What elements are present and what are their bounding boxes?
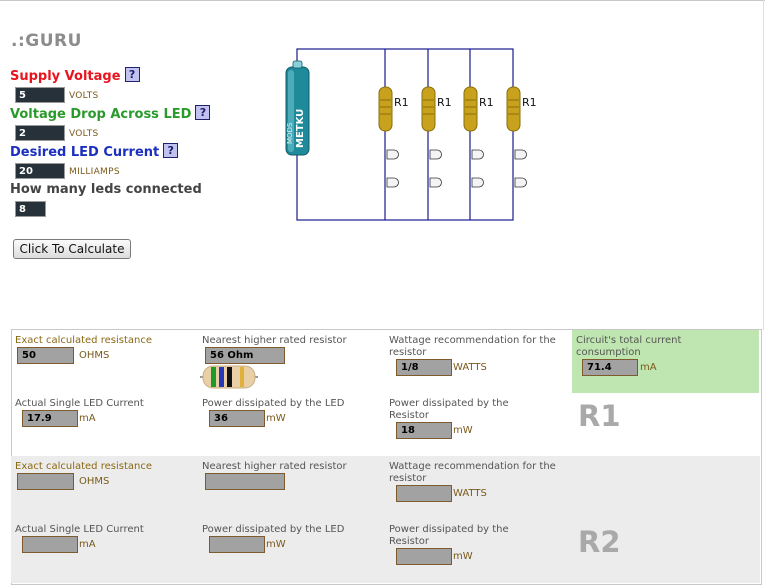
branch-2: R1: [421, 86, 452, 188]
top-border: [0, 0, 765, 1]
branch-1: R1: [378, 86, 409, 188]
voltage-drop-input[interactable]: 2: [15, 125, 65, 141]
led-icon: [429, 177, 442, 188]
r1-led-current-label: Actual Single LED Current: [15, 398, 144, 409]
voltage-drop-text: Voltage Drop Across LED: [10, 107, 192, 122]
total-current-label: Circuit's total current consumption: [576, 335, 682, 358]
supply-voltage-text: Supply Voltage: [10, 69, 121, 84]
r2-exact-resistance-label: Exact calculated resistance: [15, 461, 152, 472]
resistor-icon: [463, 86, 478, 132]
help-icon[interactable]: ?: [195, 105, 211, 120]
total-current-field[interactable]: 71.4: [582, 359, 638, 376]
resistor-icon: [378, 86, 393, 132]
resistor-color-code-icon: [200, 365, 258, 389]
r1-nearest-resistor-label: Nearest higher rated resistor: [202, 335, 347, 346]
supply-voltage-input[interactable]: 5: [15, 87, 65, 103]
logo: .:GURU: [11, 31, 82, 51]
voltage-drop-unit: VOLTS: [69, 129, 99, 139]
r1-exact-resistance-unit: OHMS: [79, 350, 110, 361]
r1-wattage-unit: WATTS: [453, 362, 487, 373]
led-icon: [429, 149, 442, 160]
total-current-unit: mA: [640, 362, 657, 373]
r1-led-power-unit: mW: [266, 413, 286, 424]
r2-led-power-unit: mW: [266, 539, 286, 550]
r1-wattage-field[interactable]: 1/8: [396, 359, 452, 376]
resistor-icon: [421, 86, 436, 132]
r2-section-label: R2: [578, 525, 621, 559]
r2-led-power-label: Power dissipated by the LED: [202, 524, 345, 535]
resistor-label: R1: [437, 96, 452, 109]
led-icon: [386, 149, 399, 160]
r1-section-label: R1: [578, 399, 621, 433]
r2-resistor-power-label: Power dissipated by the Resistor: [389, 524, 509, 547]
led-current-unit: MILLIAMPS: [69, 167, 120, 177]
led-icon: [471, 149, 484, 160]
r2-exact-resistance-unit: OHMS: [79, 476, 110, 487]
r2-wattage-label: Wattage recommendation for the resistor: [389, 461, 556, 484]
r2-led-current-label: Actual Single LED Current: [15, 524, 144, 535]
resistor-icon: [506, 86, 521, 132]
r2-led-current-field[interactable]: [22, 536, 78, 553]
battery-brand-text: METKU: [295, 109, 306, 148]
led-current-text: Desired LED Current: [10, 145, 160, 160]
r1-resistor-power-unit: mW: [453, 425, 473, 436]
r1-resistor-power-label: Power dissipated by the Resistor: [389, 398, 509, 421]
led-icon: [514, 177, 527, 188]
r2-nearest-resistor-label: Nearest higher rated resistor: [202, 461, 347, 472]
r2-nearest-resistor-field[interactable]: [205, 473, 285, 490]
r2-resistor-power-field[interactable]: [396, 548, 452, 565]
led-icon: [386, 177, 399, 188]
r1-led-power-label: Power dissipated by the LED: [202, 398, 345, 409]
battery-sub-text: MODS: [286, 122, 294, 144]
r2-led-power-field[interactable]: [209, 536, 265, 553]
r1-exact-resistance-label: Exact calculated resistance: [15, 335, 152, 346]
circuit-diagram: METKU MODS R1 R1 R1 R1: [285, 48, 537, 221]
led-icon: [471, 177, 484, 188]
resistor-label: R1: [394, 96, 409, 109]
resistor-label: R1: [522, 96, 537, 109]
supply-voltage-unit: VOLTS: [69, 91, 99, 101]
led-current-input[interactable]: 20: [15, 163, 65, 179]
led-icon: [514, 149, 527, 160]
r2-led-current-unit: mA: [79, 539, 96, 550]
r1-wattage-label: Wattage recommendation for the resistor: [389, 335, 556, 358]
branch-3: R1: [463, 86, 494, 188]
branch-4: R1: [506, 86, 537, 188]
r2-exact-resistance-field[interactable]: [17, 473, 74, 490]
battery-icon: METKU MODS: [285, 60, 310, 156]
r2-wattage-field[interactable]: [396, 485, 452, 502]
resistor-label: R1: [479, 96, 494, 109]
r1-exact-resistance-field[interactable]: 50: [17, 347, 74, 364]
r1-nearest-resistor-field[interactable]: 56 Ohm: [205, 347, 285, 364]
right-border: [763, 0, 764, 330]
r2-wattage-unit: WATTS: [453, 488, 487, 499]
r1-led-current-unit: mA: [79, 413, 96, 424]
r2-resistor-power-unit: mW: [453, 551, 473, 562]
calculate-button[interactable]: Click To Calculate: [13, 239, 131, 259]
help-icon[interactable]: ?: [163, 143, 179, 158]
voltage-drop-label: Voltage Drop Across LED?: [10, 105, 211, 122]
led-count-input[interactable]: 8: [15, 201, 46, 217]
r1-led-power-field[interactable]: 36: [209, 410, 265, 427]
r1-led-current-field[interactable]: 17.9: [22, 410, 78, 427]
circuit-wires: [296, 48, 514, 221]
led-current-label: Desired LED Current?: [10, 143, 179, 160]
supply-voltage-label: Supply Voltage?: [10, 67, 140, 84]
r2-section-bg: [11, 456, 760, 583]
r1-resistor-power-field[interactable]: 18: [396, 422, 452, 439]
help-icon[interactable]: ?: [124, 67, 140, 82]
led-count-label: How many leds connected: [10, 182, 202, 197]
